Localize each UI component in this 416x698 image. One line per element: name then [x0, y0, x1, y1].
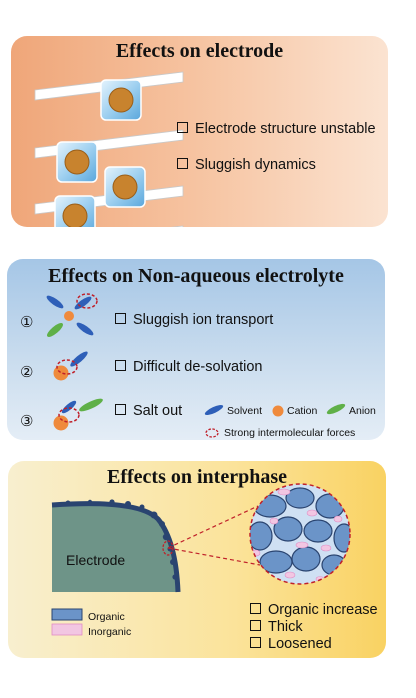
number-1: ①	[20, 314, 34, 331]
ice-cube-2	[56, 141, 98, 183]
ice-cube-3	[104, 166, 146, 208]
legend-inorganic-label: Inorganic	[88, 626, 132, 638]
ice-cube-4	[54, 195, 96, 227]
interphase-item-loosened: Loosened	[250, 636, 332, 652]
electrode-effects-panel: Effects on electrode Elect	[11, 36, 388, 227]
electrolyte-panel-title: Effects on Non-aqueous electrolyte	[48, 265, 344, 287]
checkbox-icon	[250, 620, 261, 631]
checkbox-icon	[115, 360, 126, 371]
interphase-item-organic: Organic increase	[250, 602, 378, 618]
electrolyte-item-desolvation: Difficult de-solvation	[115, 359, 263, 375]
number-3: ③	[20, 413, 34, 430]
anion-legend-icon	[326, 403, 346, 415]
solvation-cluster-1	[46, 293, 98, 337]
ice-cube-1	[100, 79, 142, 121]
legend-solvent-label: Solvent	[227, 405, 263, 417]
electrolyte-item-salt-out: Salt out	[115, 403, 182, 419]
interphase-panel-title: Effects on interphase	[107, 466, 287, 488]
electrode-item-sluggish: Sluggish dynamics	[177, 157, 316, 173]
solvation-cluster-2	[53, 351, 88, 381]
checkbox-icon	[177, 158, 188, 169]
cation-legend-icon	[272, 405, 284, 417]
interphase-effects-panel: Effects on interphase	[8, 461, 386, 658]
checkbox-icon	[177, 122, 188, 133]
frozen-electrode-illustration	[34, 71, 184, 227]
electrolyte-effects-panel: Effects on Non-aqueous electrolyte ① ② ③…	[7, 259, 385, 440]
interphase-item-thick: Thick	[250, 619, 303, 635]
checkbox-icon	[115, 313, 126, 324]
electrode-item-unstable: Electrode structure unstable	[177, 121, 376, 137]
number-2: ②	[20, 364, 34, 381]
interphase-illustration	[51, 483, 351, 636]
electrode-label: Electrode	[66, 552, 126, 568]
forces-legend-icon	[205, 428, 219, 438]
legend-anion-label: Anion	[349, 405, 376, 417]
legend-cation-label: Cation	[287, 405, 318, 417]
checkbox-icon	[250, 603, 261, 614]
checkbox-icon	[250, 637, 261, 648]
legend-forces-label: Strong intermolecular forces	[224, 427, 356, 439]
solvation-cluster-3	[53, 398, 103, 431]
electrolyte-item-ion-transport: Sluggish ion transport	[115, 312, 273, 328]
solvent-legend-icon	[204, 404, 224, 416]
checkbox-icon	[115, 404, 126, 415]
electrode-panel-title: Effects on electrode	[115, 40, 284, 62]
legend-organic-label: Organic	[88, 611, 125, 623]
